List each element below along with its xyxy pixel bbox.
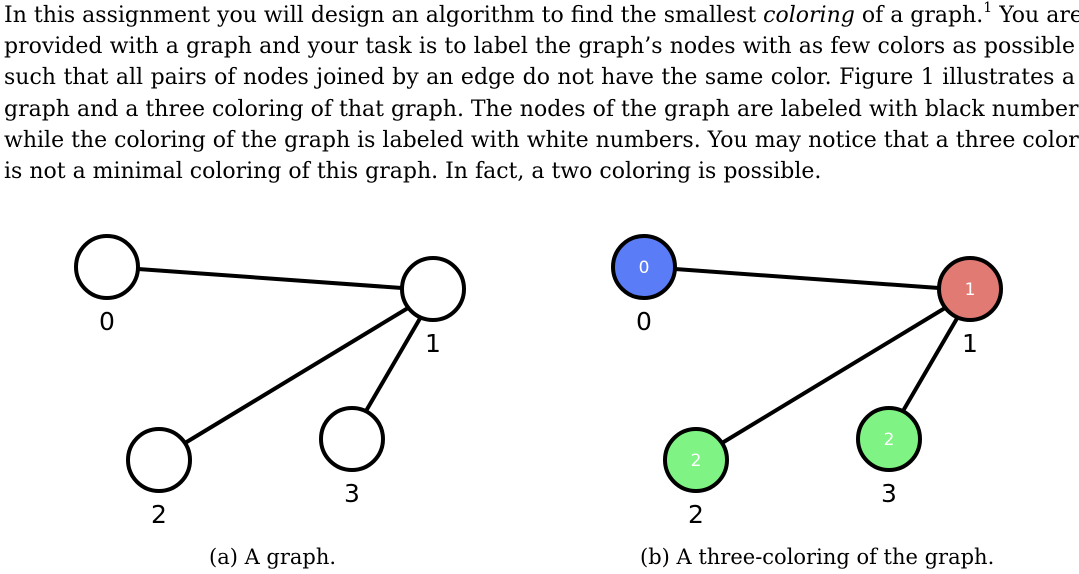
- paragraph-line-4: graph and a three coloring of that graph…: [4, 96, 1079, 122]
- node-label-1: 1: [962, 329, 978, 358]
- text-run: In this assignment you will design an al…: [4, 3, 764, 28]
- colored-node-1[interactable]: 1 1: [937, 256, 1003, 358]
- text-run: You are: [992, 3, 1079, 28]
- nodes: 0 0 1 1 2 2 2 3: [611, 234, 1003, 529]
- node-label-0: 0: [636, 307, 652, 336]
- text-run: of a graph.: [854, 3, 984, 28]
- graph-node-0[interactable]: 0: [74, 234, 140, 336]
- graph-node-2[interactable]: 2: [126, 427, 192, 529]
- edge-0-1: [674, 267, 940, 290]
- edge-1-3: [901, 313, 961, 413]
- node-fill-3: [856, 406, 922, 472]
- node-fill-0: [611, 234, 677, 300]
- color-label-2: 2: [691, 451, 702, 471]
- edge-0-1: [137, 267, 403, 290]
- paragraph-line-2: provided with a graph and your task is t…: [4, 34, 1075, 60]
- emphasis-coloring: coloring: [763, 3, 855, 28]
- node-fill-2: [663, 427, 729, 493]
- paragraph-line-5: while the coloring of the graph is label…: [4, 127, 1079, 153]
- assignment-paragraph: In this assignment you will design an al…: [4, 0, 1079, 187]
- paragraph-line-6: is not a minimal coloring of this graph.…: [4, 159, 822, 185]
- edges: [674, 267, 961, 445]
- color-label-3: 2: [884, 430, 895, 450]
- figure-b-caption: (b) A three-coloring of the graph.: [640, 545, 995, 569]
- color-label-1: 1: [965, 280, 976, 300]
- node-label-0: 0: [99, 307, 115, 336]
- node-label-3: 3: [344, 479, 360, 508]
- node-label-2: 2: [151, 500, 167, 529]
- node-fill-1: [937, 256, 1003, 322]
- graph-node-1[interactable]: 1: [400, 256, 466, 358]
- node-label-1: 1: [425, 329, 441, 358]
- colored-node-0[interactable]: 0 0: [611, 234, 677, 336]
- edge-1-2: [183, 306, 410, 445]
- color-label-0: 0: [639, 258, 650, 278]
- figure-a-caption: (a) A graph.: [209, 545, 337, 569]
- figure-b-graph: 0 0 1 1 2 2 2 3: [611, 234, 1003, 529]
- paragraph-line-3: such that all pairs of nodes joined by a…: [4, 65, 1075, 91]
- colored-node-2[interactable]: 2 2: [663, 427, 729, 529]
- paragraph-line-1: In this assignment you will design an al…: [4, 0, 1079, 31]
- edges: [137, 267, 424, 445]
- figure-a-graph: 0 1 2 3: [74, 234, 466, 529]
- footnote-marker[interactable]: 1: [983, 0, 993, 16]
- edge-1-2: [720, 306, 947, 445]
- graph-node-3[interactable]: 3: [319, 406, 385, 508]
- colored-node-3[interactable]: 2 3: [856, 406, 922, 508]
- node-label-3: 3: [881, 479, 897, 508]
- nodes: 0 1 2 3: [74, 234, 466, 529]
- edge-1-3: [364, 313, 424, 413]
- node-label-2: 2: [688, 500, 704, 529]
